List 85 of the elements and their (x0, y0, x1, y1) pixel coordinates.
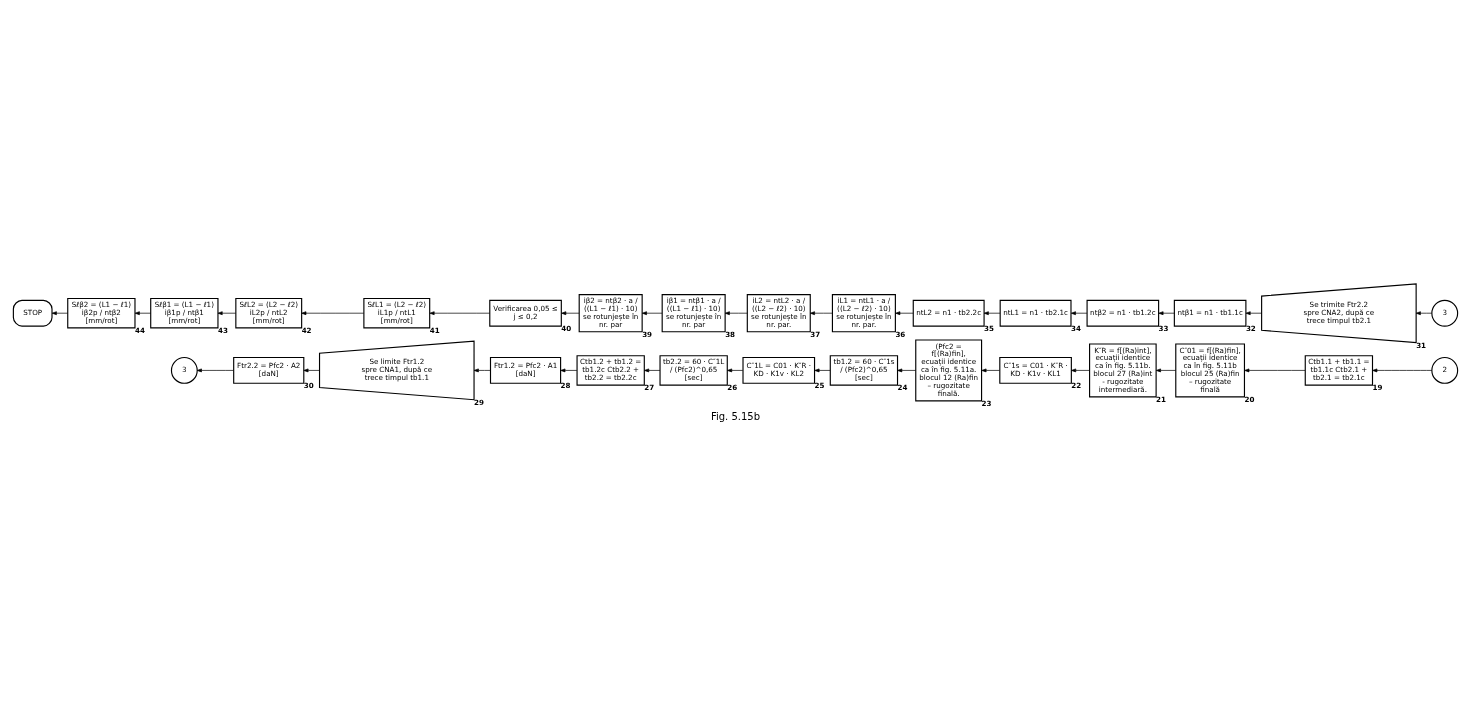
node-label: 27 (644, 382, 655, 392)
node-box: Se limite Ftr1.2 spre CNA1, după ce trece timpul tb1.1 (318, 339, 475, 400)
node-label: 42 (301, 325, 312, 335)
node-label: 32 (1245, 323, 1256, 333)
node-label: 37 (810, 329, 821, 339)
arrow (196, 368, 234, 372)
arrow (473, 368, 491, 372)
node-circle: 2 (1431, 356, 1459, 384)
node-label: 35 (984, 323, 995, 333)
node-box: C″1s = C01 · K″R · KD · K1v · KL1 (999, 356, 1072, 384)
node-box: C″1L = C01 · K″R · KD · K1v · KL2 (742, 356, 816, 384)
node-label: 29 (474, 397, 484, 407)
node-label: 22 (1071, 380, 1082, 390)
node-label: 20 (1244, 394, 1255, 404)
arrow (1372, 368, 1433, 372)
arrow (429, 310, 491, 315)
node-box: iβ1 = ntβ1 · a / ((L1 − ℓ1) · 10) se rotunjește în nr. par (661, 293, 726, 332)
arrow (51, 310, 68, 315)
node-box: iβ2 = ntβ2 · a / ((L1 − ℓ1) · 10) se rotunjește în nr. par (578, 293, 643, 332)
node-box: Sℓβ2 = (L1 − ℓ1) iβ2p / ntβ2 [mm/rot] (67, 297, 136, 328)
arrow (727, 368, 744, 372)
node-box: C″01 = f[(Ra)fin], ecuații identice ca în fig. 5.11b blocul 25 (Ra)fin – rugozitate finală (1175, 342, 1246, 397)
arrow (1415, 310, 1433, 315)
arrow (981, 368, 1000, 372)
node-box: ntβ1 = n1 · tb1.1c (1173, 299, 1247, 327)
node-box: iL1 = ntL1 · a / ((L2 − ℓ2) · 10) se rotunjește în nr. par. (831, 293, 896, 332)
node-box: tb1.2 = 60 · C″1s / (Pfc2)^0,65 [sec] (829, 354, 899, 386)
node-label: 30 (303, 380, 314, 390)
node-label: 24 (897, 382, 908, 392)
node-label: 39 (642, 329, 653, 339)
node-label: 41 (429, 325, 440, 335)
node-label: 38 (725, 329, 736, 339)
node-box: (Pfc2 = f[(Ra)fin], ecuații identice ca în fig. 5.11a. blocul 12 (Ra)fin – rugozitate finală. (915, 338, 983, 401)
node-label: 25 (814, 380, 825, 390)
arrow (895, 310, 914, 315)
node-box: tb2.2 = 60 · C″1L / (Pfc2)^0,65 [sec] (659, 354, 728, 386)
arrow (134, 310, 152, 315)
arrow (724, 310, 748, 315)
node-label: 21 (1156, 394, 1167, 404)
node-label: 40 (561, 323, 572, 333)
arrow (561, 310, 580, 315)
node-box: ntβ2 = n1 · tb1.2c (1086, 299, 1160, 327)
node-box: iL2 = ntL2 · a / ((L2 − ℓ2) · 10) se rotunjește în nr. par. (746, 293, 811, 332)
node-box: SℓL2 = (L2 − ℓ2) iL2p / ntL2 [mm/rot] (235, 297, 303, 328)
arrow (301, 310, 365, 315)
arrow (1158, 310, 1175, 315)
arrow (897, 368, 917, 372)
caption: Fig. 5.15b (710, 410, 761, 422)
node-label: 26 (727, 382, 738, 392)
node-box: Ftr1.2 = Pfc2 · A1 [daN] (489, 356, 562, 384)
arrow (641, 310, 663, 315)
node-label: 36 (895, 329, 906, 339)
arrow (560, 368, 578, 372)
node-label: 34 (1070, 323, 1081, 333)
arrow (217, 310, 237, 315)
node-box: Sℓβ1 = (L1 − ℓ1) iβ1p / ntβ1 [mm/rot] (150, 297, 219, 328)
node-label: 23 (981, 398, 992, 408)
node-box: SℓL1 = (L2 − ℓ2) iL1p / ntL1 [mm/rot] (363, 297, 431, 328)
node-box: K″R = f[(Ra)int], ecuații identice ca în fig. 5.11b. blocul 27 (Ra)int - rugozitate intermediară. (1089, 342, 1157, 397)
node-box: ntL1 = n1 · tb2.1c (999, 299, 1072, 327)
arrow (1070, 310, 1088, 315)
node-box: ntL2 = n1 · tb2.2c (912, 299, 985, 327)
node-box: Verificarea 0,05 ≤ j ≤ 0,2 (489, 299, 562, 327)
node-box: Se trimite Ftr2.2 spre CNA2, după ce trece timpul tb2.1 (1261, 282, 1417, 343)
node-label: 44 (134, 325, 145, 335)
node-circle: 3 (170, 356, 198, 384)
arrow (814, 368, 831, 372)
node-box: Ctb1.1 + tb1.1 = tb1.1c Ctb2.1 + tb2.1 = tb2.1c (1304, 354, 1374, 386)
node-label: 28 (560, 380, 571, 390)
node-box: Ctb1.2 + tb1.2 = tb1.2c Ctb2.2 + tb2.2 = tb2.2c (576, 354, 645, 386)
node-label: 43 (217, 325, 228, 335)
arrow (1071, 368, 1090, 372)
node-label: 31 (1416, 340, 1427, 350)
node-circle: 3 (1431, 299, 1459, 327)
node-box: STOP (12, 299, 53, 327)
arrow (1155, 368, 1177, 372)
arrow (983, 310, 1001, 315)
arrow (644, 368, 661, 372)
node-label: 33 (1158, 323, 1169, 333)
arrow (303, 368, 320, 372)
node-box: Ftr2.2 = Pfc2 · A2 [daN] (233, 356, 305, 384)
arrow (809, 310, 833, 315)
arrow (1244, 368, 1306, 372)
arrow (1245, 310, 1262, 315)
node-label: 19 (1372, 382, 1383, 392)
